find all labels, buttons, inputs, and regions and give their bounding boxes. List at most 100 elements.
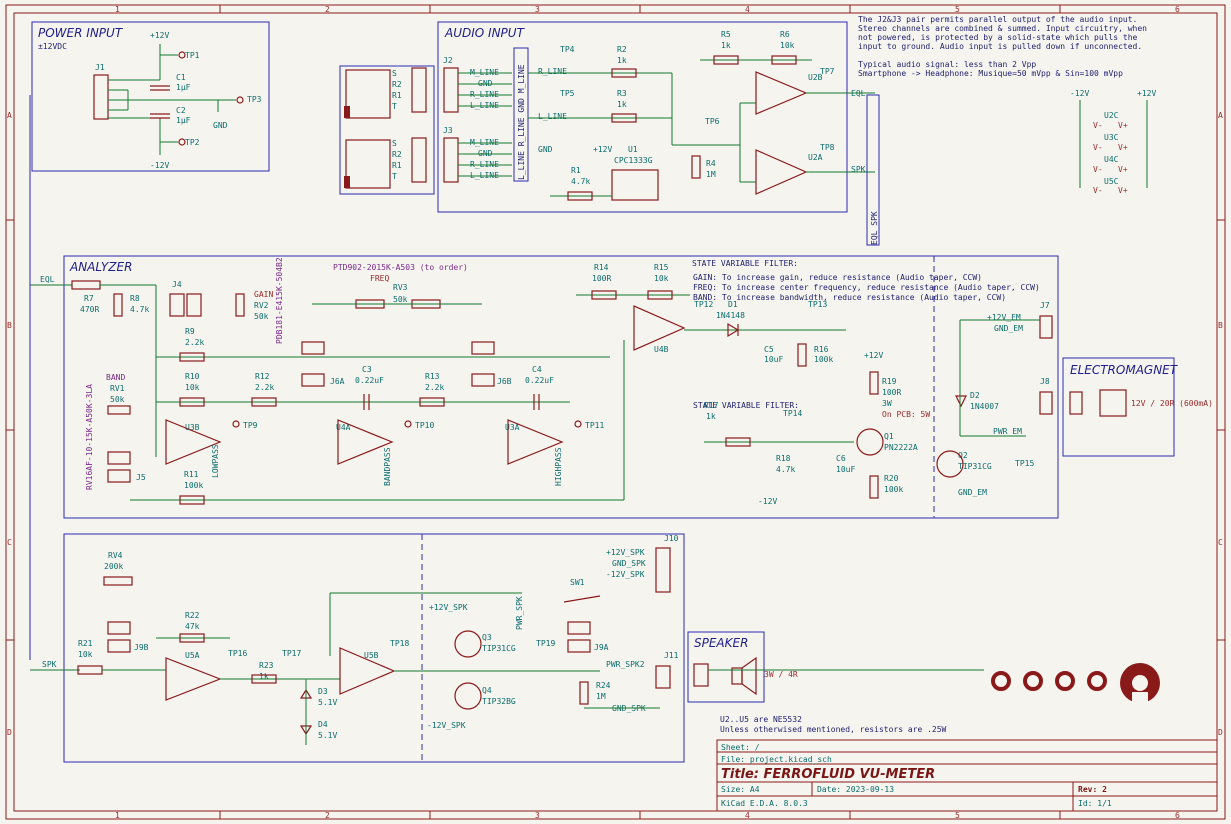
speaker-title: SPEAKER [694, 636, 748, 650]
svg-text:TIP31CG: TIP31CG [482, 644, 516, 653]
audio-q3-transistor [454, 630, 482, 658]
svg-text:10k: 10k [78, 650, 93, 659]
audio-u5b-opamp [339, 647, 396, 695]
svg-text:U4B: U4B [654, 345, 669, 354]
svg-text:BANDPASS: BANDPASS [383, 447, 392, 486]
svg-text:R19: R19 [882, 377, 897, 386]
svg-text:J5: J5 [136, 473, 146, 482]
svg-text:50k: 50k [254, 312, 269, 321]
svg-text:R2: R2 [617, 45, 627, 54]
svg-text:S: S [392, 139, 397, 148]
audio-j2-connector [443, 67, 459, 113]
row-label-c: C [7, 538, 12, 547]
svg-text:PWR_EM: PWR_EM [993, 427, 1022, 436]
oshw-logo-icon [1120, 663, 1160, 706]
audio-u5a-opamp [165, 657, 222, 701]
svg-text:4.7k: 4.7k [130, 305, 149, 314]
svg-text:50k: 50k [110, 395, 125, 404]
power-j1-connector [93, 74, 109, 120]
svg-text:R5: R5 [721, 30, 731, 39]
svg-text:+12V: +12V [864, 351, 883, 360]
audio-output-block: SPK RV4 200k J9B R21 10k R22 47k U5A TP1… [30, 533, 685, 763]
analyzer-u4a-opamp [337, 419, 394, 465]
svg-text:R16: R16 [814, 345, 829, 354]
svg-text:R22: R22 [185, 611, 200, 620]
col-label-3: 3 [535, 5, 540, 14]
svg-text:R6: R6 [780, 30, 790, 39]
svg-text:100k: 100k [184, 481, 203, 490]
svg-text:TP15: TP15 [1015, 459, 1034, 468]
svg-text:TP10: TP10 [415, 421, 434, 430]
audio-jack-1 [345, 69, 391, 119]
svg-text:1k: 1k [617, 100, 627, 109]
svg-text:3W / 4R: 3W / 4R [764, 670, 798, 679]
svg-text:GAIN: To increase gain, reduce: GAIN: To increase gain, reduce resistanc… [693, 273, 982, 282]
svg-text:R14: R14 [594, 263, 609, 272]
audio-bus-label: L_LINE R_LINE GND M_LINE [517, 64, 526, 180]
power-p12-label: +12V [150, 31, 169, 40]
title-size: Size: A4 [721, 785, 760, 794]
svg-text:GND: GND [538, 145, 553, 154]
svg-text:R8: R8 [130, 294, 140, 303]
row-label-c-right: C [1218, 538, 1223, 547]
svg-text:R18: R18 [776, 454, 791, 463]
power-input-block: POWER INPUT ±12VDC +12V -12V TP1 TP2 TP3… [31, 21, 270, 172]
title-sheet: Sheet: / [721, 743, 760, 752]
col-label-5: 5 [955, 5, 960, 14]
svg-text:D1: D1 [728, 300, 738, 309]
svg-text:-12V: -12V [758, 497, 777, 506]
svg-text:R15: R15 [654, 263, 669, 272]
svg-text:U2..U5 are NE5532: U2..U5 are NE5532 [720, 715, 802, 724]
svg-text:+12V_EM: +12V_EM [987, 313, 1021, 322]
audio-u1-ssr [611, 169, 659, 201]
svg-text:10k: 10k [185, 383, 200, 392]
svg-text:FREQ: To increase center frequ: FREQ: To increase center frequency, redu… [693, 283, 1040, 292]
svg-text:GND_EM: GND_EM [994, 324, 1023, 333]
svg-text:R23: R23 [259, 661, 274, 670]
svg-text:TP14: TP14 [783, 409, 802, 418]
svg-text:+12V: +12V [593, 145, 612, 154]
svg-text:T: T [392, 102, 397, 111]
svg-text:SW1: SW1 [570, 578, 585, 587]
audio-q4-transistor [454, 682, 482, 710]
title-id: Id: 1/1 [1078, 799, 1112, 808]
col-label-1b: 1 [115, 811, 120, 820]
svg-text:R21: R21 [78, 639, 93, 648]
analyzer-q1-transistor [856, 428, 884, 456]
svg-text:V+: V+ [1118, 186, 1128, 195]
frame-column-markers: 1 2 3 4 5 6 1 2 3 4 5 6 [115, 5, 1180, 820]
svg-text:U3B: U3B [185, 423, 200, 432]
analyzer-title: ANALYZER [69, 260, 132, 274]
svg-text:100R: 100R [592, 274, 611, 283]
title-tool: KiCad E.D.A. 8.0.3 [721, 799, 808, 808]
col-label-4b: 4 [745, 811, 750, 820]
svg-text:TP6: TP6 [705, 117, 720, 126]
analyzer-u3b-opamp [165, 419, 222, 465]
audio-u2a-opamp [755, 149, 808, 195]
svg-text:C4: C4 [532, 365, 542, 374]
svg-text:On PCB: 5W: On PCB: 5W [882, 410, 930, 419]
outer-frame [5, 4, 1226, 820]
svg-text:Q2: Q2 [958, 451, 968, 460]
svg-text:U2C: U2C [1104, 111, 1119, 120]
svg-text:R11: R11 [184, 470, 199, 479]
svg-text:RV1: RV1 [110, 384, 125, 393]
svg-text:200k: 200k [104, 562, 123, 571]
svg-text:2.2k: 2.2k [185, 338, 204, 347]
svg-text:TP4: TP4 [560, 45, 575, 54]
svg-text:4.7k: 4.7k [571, 177, 590, 186]
col-label-6b: 6 [1175, 811, 1180, 820]
svg-text:R10: R10 [185, 372, 200, 381]
svg-text:C5: C5 [764, 345, 774, 354]
svg-text:J7: J7 [1040, 301, 1050, 310]
svg-text:C3: C3 [362, 365, 372, 374]
analyzer-u3a-opamp [507, 419, 564, 465]
power-c2-value: 1µF [176, 116, 191, 125]
svg-text:4.7k: 4.7k [776, 465, 795, 474]
top-right-notes: The J2&J3 pair permits parallel output o… [858, 15, 1147, 78]
col-label-6: 6 [1175, 5, 1180, 14]
audio-j3-label: J3 [443, 126, 453, 135]
svg-text:3W: 3W [882, 399, 892, 408]
svg-text:R17: R17 [704, 401, 719, 410]
